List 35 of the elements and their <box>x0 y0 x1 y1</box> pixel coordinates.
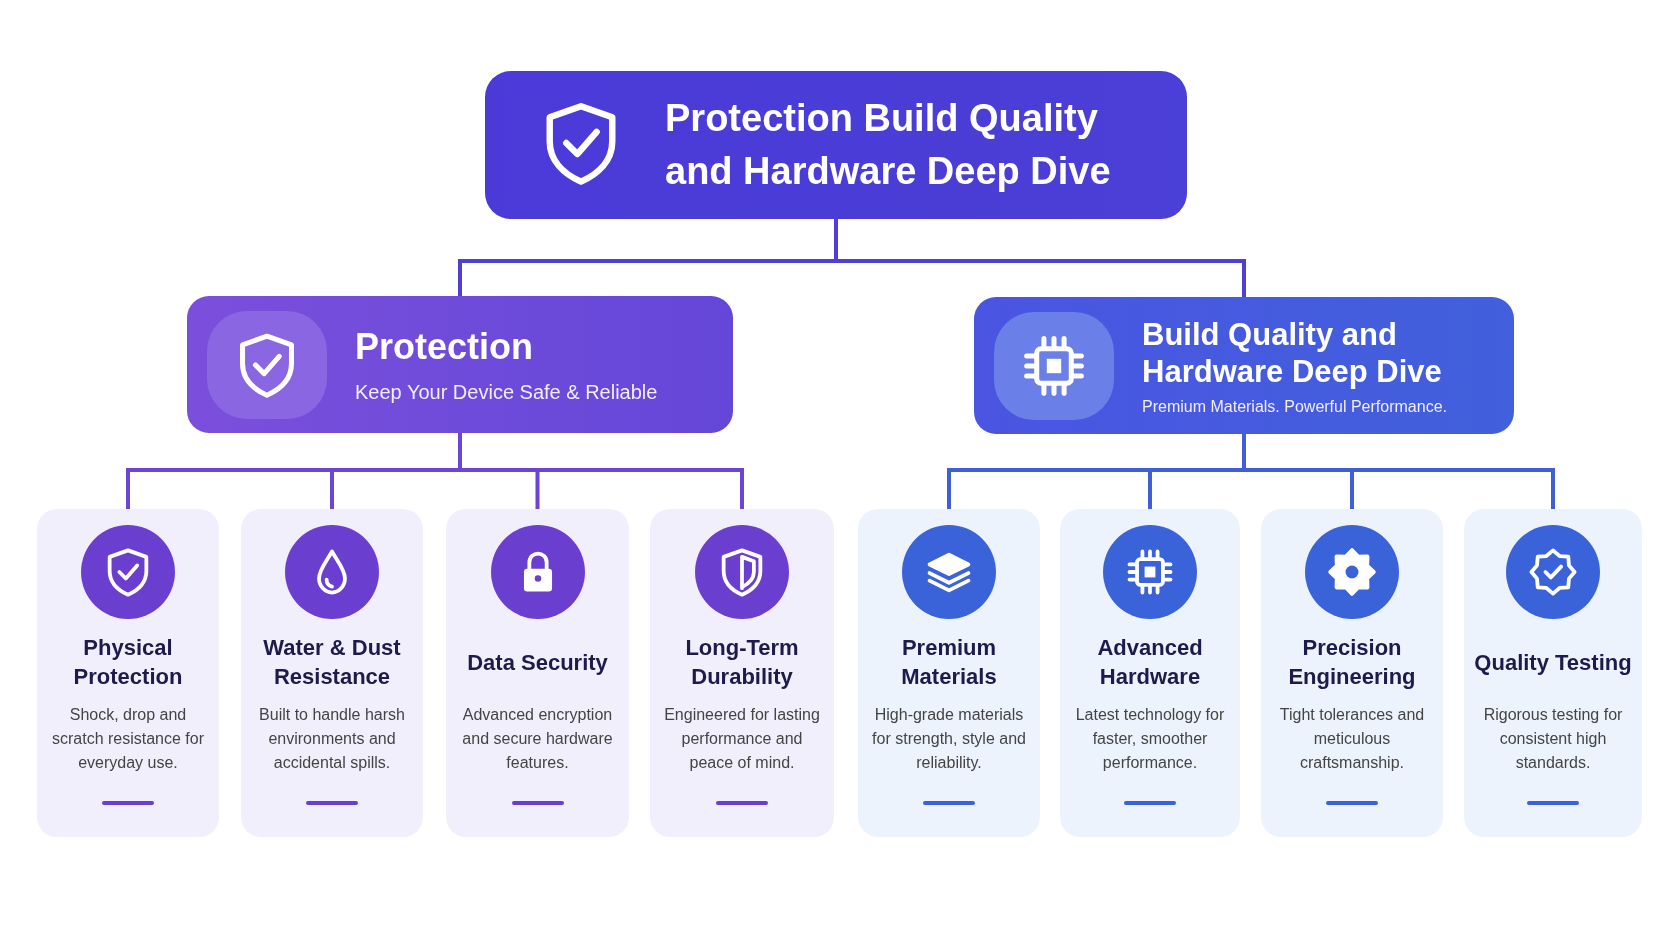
card-description: High-grade materials for strength, style and reliability. <box>871 705 1027 773</box>
feature-card <box>241 509 423 837</box>
card-heading: Data Security <box>466 648 609 677</box>
card-description: Shock, drop and scratch resistance for everyday use. <box>50 705 206 773</box>
feature-card <box>650 509 834 837</box>
connector-line <box>1242 434 1555 509</box>
card-heading: Water & Dust Resistance <box>262 634 402 691</box>
title-heading: Protection Build Quality and Hardware Deep Dive <box>665 96 1112 194</box>
feature-card <box>446 509 629 837</box>
card-heading: Precision Engineering <box>1287 634 1417 691</box>
title-banner <box>485 71 1187 219</box>
feature-card <box>1261 509 1443 837</box>
feature-card <box>1464 509 1642 837</box>
feature-card <box>37 509 219 837</box>
card-heading: Physical Protection <box>72 634 184 691</box>
category-subtitle: Premium Materials. Powerful Performance. <box>1142 397 1448 416</box>
feature-card <box>858 509 1040 837</box>
card-heading: Advanced Hardware <box>1096 634 1204 691</box>
category-heading: Build Quality and Hardware Deep Dive <box>1142 315 1443 390</box>
feature-card <box>1060 509 1240 837</box>
card-description: Engineered for lasting performance and peace of mind. <box>663 705 821 773</box>
category-box <box>187 296 733 433</box>
card-description: Built to handle harsh environments and accidental spills. <box>258 705 406 773</box>
category-subtitle: Keep Your Device Safe & Reliable <box>355 381 659 404</box>
connector-line <box>834 219 1246 297</box>
category-box <box>974 297 1514 434</box>
connector-line <box>458 433 744 509</box>
card-description: Advanced encryption and secure hardware features. <box>461 705 614 773</box>
card-heading: Long-Term Durability <box>684 634 800 691</box>
card-description: Rigorous testing for consistent high standards. <box>1482 705 1624 773</box>
card-heading: Quality Testing <box>1473 648 1633 677</box>
card-heading: Premium Materials <box>900 634 998 691</box>
category-heading: Protection <box>355 325 534 369</box>
card-description: Latest technology for faster, smoother performance. <box>1074 705 1226 773</box>
card-description: Tight tolerances and meticulous craftsmanship. <box>1278 705 1426 773</box>
